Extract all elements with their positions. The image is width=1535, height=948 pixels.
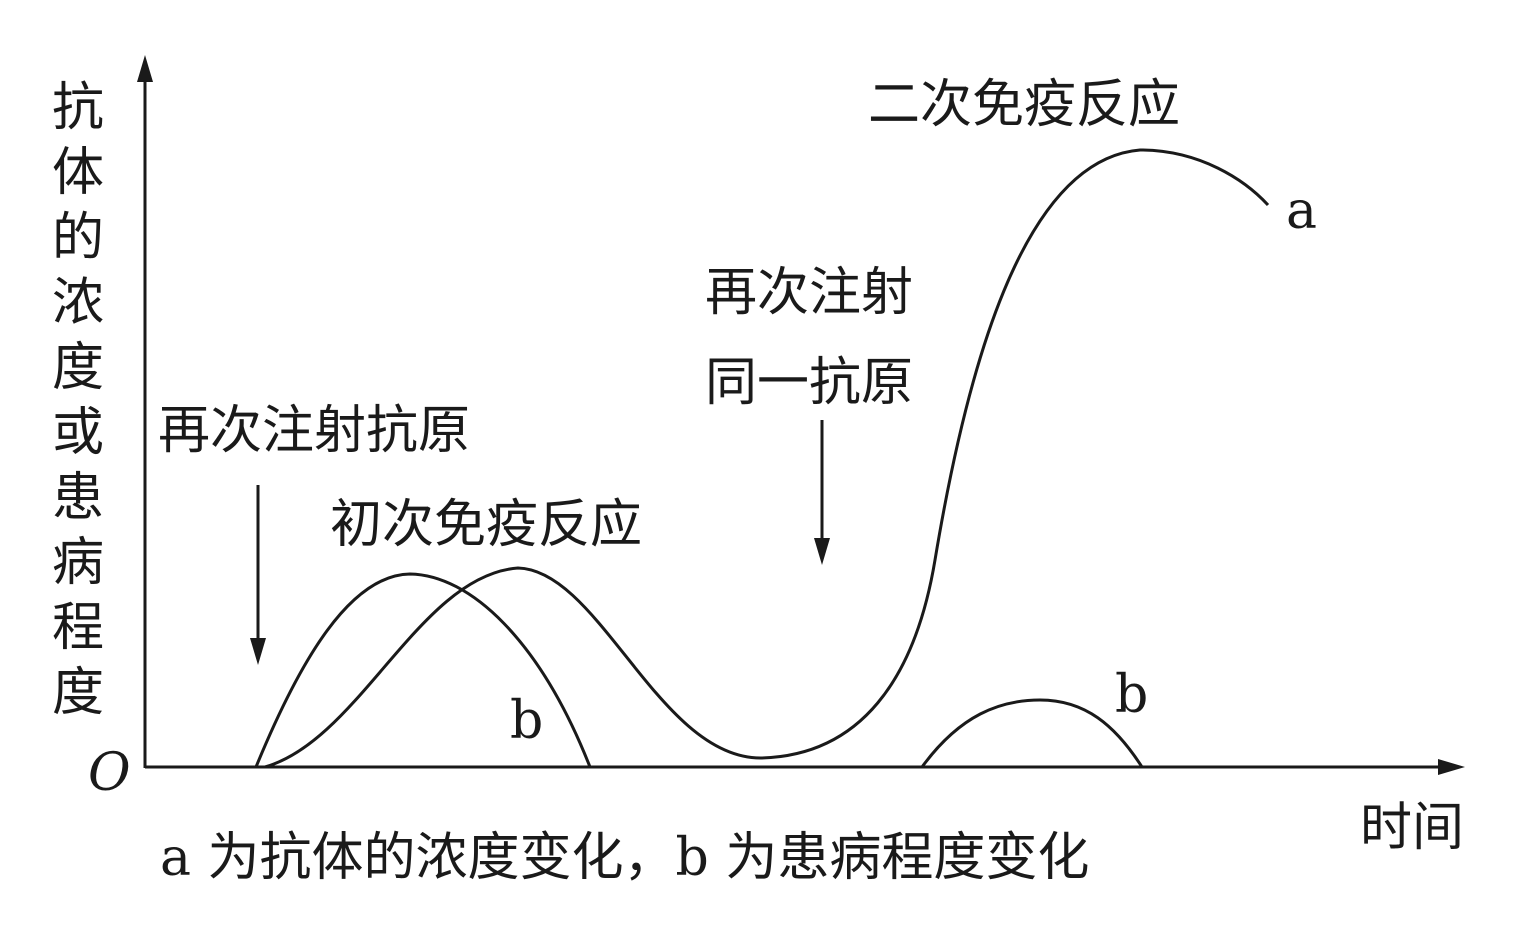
y-axis-label-char: 度 <box>52 338 104 398</box>
y-axis-label-char: 病 <box>52 533 104 593</box>
y-axis-label-char: 体 <box>52 143 104 203</box>
second-injection-arrowhead <box>814 538 830 565</box>
second-injection-label-line2: 同一抗原 <box>705 353 913 413</box>
y-axis-label-char: 抗 <box>52 78 104 138</box>
y-axis-label-char: 度 <box>52 663 104 723</box>
x-axis-arrowhead <box>1438 759 1465 775</box>
curve-b-second-label: b <box>1115 665 1148 725</box>
y-axis-label-char: 浓 <box>52 273 104 333</box>
curve-a-label: a <box>1286 181 1317 241</box>
first-injection-arrowhead <box>250 638 266 665</box>
first-injection-label: 再次注射抗原 <box>158 401 470 461</box>
primary-response-label: 初次免疫反应 <box>330 495 642 555</box>
y-axis-arrowhead <box>137 55 153 82</box>
curve-b-second <box>920 698 1144 768</box>
y-axis-label-char: 的 <box>52 208 104 268</box>
y-axis-label-char: 患 <box>52 468 104 528</box>
caption: a 为抗体的浓度变化，b 为患病程度变化 <box>160 828 1089 888</box>
curve-a <box>264 148 1270 769</box>
second-injection-label-line1: 再次注射 <box>705 263 913 323</box>
curve-b-first <box>254 572 592 768</box>
y-axis-label-char: 程 <box>52 598 104 658</box>
curve-b-first-label: b <box>510 691 543 751</box>
secondary-response-label: 二次免疫反应 <box>868 75 1180 135</box>
y-axis-label: 抗体的浓度或患病程度 <box>52 78 104 723</box>
x-axis-label: 时间 <box>1360 798 1464 858</box>
origin-label: O <box>88 743 131 803</box>
y-axis-label-char: 或 <box>52 403 104 463</box>
